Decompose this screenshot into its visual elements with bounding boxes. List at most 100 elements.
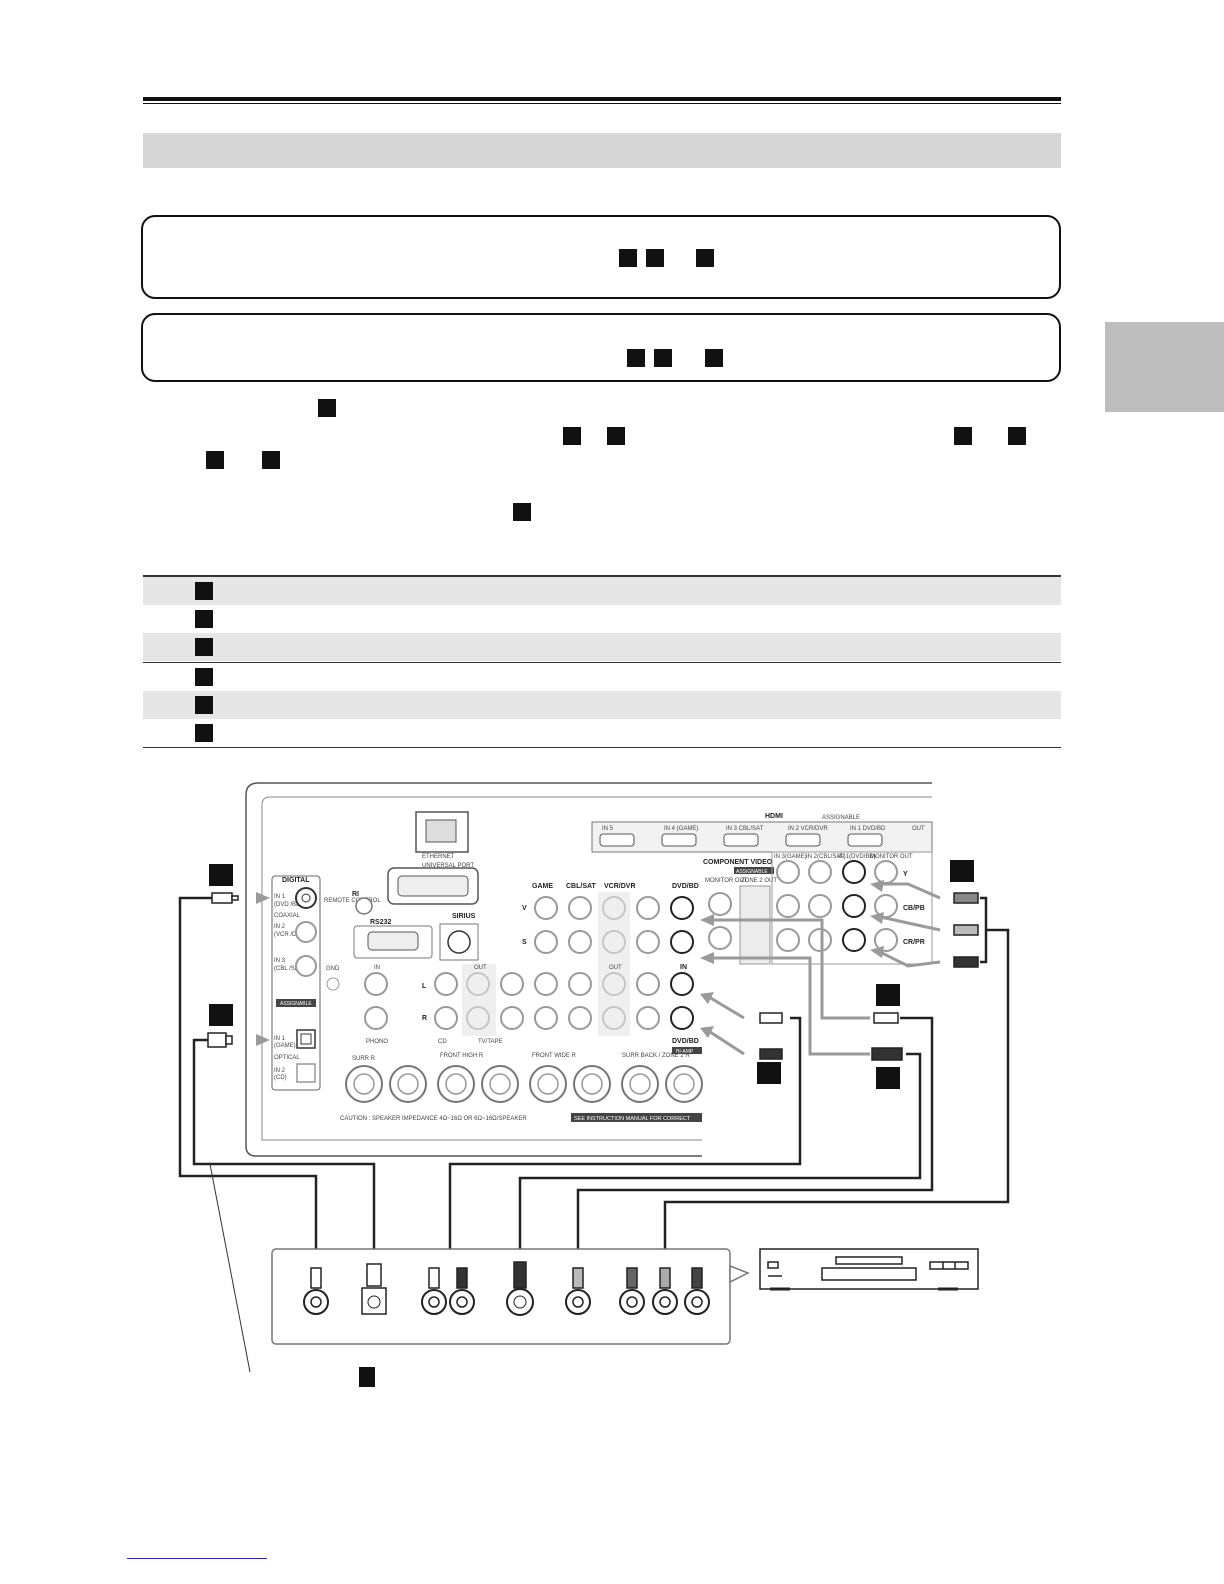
chapter-side-tab	[1105, 322, 1224, 412]
out-group-shade	[462, 964, 496, 1036]
speaker-terminal-inner	[489, 1073, 511, 1095]
section-heading-band	[143, 133, 1061, 168]
composite-jack	[670, 896, 694, 920]
coax-in2-label: IN 2	[274, 924, 286, 930]
step-marker	[262, 451, 280, 469]
remote-control-label: REMOTE CONTROL	[324, 898, 381, 904]
gnd-label: GND	[326, 966, 340, 972]
composite-jack	[534, 896, 558, 920]
audio-jack-l	[534, 972, 558, 996]
audio-jack-r	[670, 1006, 694, 1030]
tv-tape-label: TV/TAPE	[478, 1039, 503, 1045]
component-video-section: COMPONENT VIDEO ASSIGNABLE MONITOR OUT Z…	[703, 851, 933, 965]
component-jack	[842, 894, 866, 918]
audio-jack-l	[636, 972, 660, 996]
leader-line	[209, 1163, 251, 1373]
step-marker	[318, 399, 336, 417]
table-row	[143, 719, 1061, 747]
rs232-label: RS232	[370, 919, 392, 926]
composite-jack	[568, 896, 592, 920]
coax-in1-label: IN 1	[274, 894, 286, 900]
monitor-jack	[708, 926, 732, 950]
row-s-label: S	[522, 939, 527, 946]
step-marker	[195, 582, 213, 600]
source-optical-jack-center	[367, 1295, 381, 1309]
cd-label: CD	[438, 1039, 447, 1045]
audio-jack-r	[568, 1006, 592, 1030]
ethernet-label: ETHERNET	[422, 854, 455, 860]
composite-jack	[636, 896, 660, 920]
caution-label: CAUTION : SPEAKER IMPEDANCE 4Ω~16Ω OR 6Ω…	[340, 1116, 527, 1122]
speaker-terminals: SURR R FRONT HIGH R FRONT WIDE R SURR BA…	[340, 1053, 703, 1122]
row-r-label: R	[422, 1015, 427, 1022]
hdmi-port	[785, 833, 821, 847]
s-video-jack	[534, 930, 558, 954]
source-output-jack-center	[659, 1296, 671, 1308]
phono-in-label: IN	[374, 965, 380, 971]
diagram-step-markers	[209, 860, 974, 1387]
tv-tape-out-label: OUT	[474, 965, 487, 971]
step-marker	[696, 249, 714, 267]
control-ports: RI REMOTE CONTROL RS232 SIRIUS GND	[324, 891, 479, 991]
table-row	[143, 605, 1061, 633]
hdmi-input-label: IN 2 VCR/DVR	[788, 826, 828, 832]
source-s-video-jack-center	[513, 1295, 527, 1309]
plugs	[207, 892, 979, 1061]
coax-in3-sub: (CBL /SAT)	[274, 966, 304, 972]
step-marker	[513, 503, 531, 521]
component-input-label: IN 2(CBL/SAT)	[806, 854, 846, 860]
opt-in2-sub: (CD)	[274, 1075, 287, 1081]
footer-link-underline[interactable]	[127, 1558, 267, 1559]
component-channel-label: Y	[903, 871, 908, 878]
speaker-terminal-inner	[353, 1073, 375, 1095]
audio-jack-r	[636, 1006, 660, 1030]
front-high-r-label: FRONT HIGH R	[440, 1053, 484, 1059]
s-video-jack	[670, 930, 694, 954]
av-group-label: GAME	[532, 883, 553, 890]
ri-label: RI	[352, 891, 359, 898]
hdmi-input-label: IN 5	[602, 826, 614, 832]
caution-badge: SEE INSTRUCTION MANUAL FOR CORRECT	[574, 1116, 691, 1122]
source-output-jack-center	[456, 1296, 468, 1308]
audio-jack-r	[364, 1006, 388, 1030]
hdmi-out-label: OUT	[912, 826, 925, 832]
speaker-terminal-inner	[537, 1073, 559, 1095]
step-marker	[195, 638, 213, 656]
vcr-out-label: OUT	[609, 965, 622, 971]
step-marker	[705, 349, 723, 367]
step-marker	[1008, 427, 1026, 445]
bi-amp-badge: BI-AMP	[676, 1049, 694, 1055]
sirius-label: SIRIUS	[452, 913, 476, 920]
table-bottom-rule	[143, 747, 1061, 748]
s-video-jack	[636, 930, 660, 954]
step-marker	[646, 249, 664, 267]
optical-label: OPTICAL	[274, 1055, 300, 1061]
component-jack	[808, 894, 832, 918]
hdmi-label: HDMI	[765, 813, 783, 820]
step-marker	[607, 427, 625, 445]
step-marker	[195, 724, 213, 742]
step-marker	[954, 427, 972, 445]
component-video-label: COMPONENT VIDEO	[703, 859, 773, 866]
source-device-panel	[271, 1248, 750, 1345]
arrows	[256, 880, 884, 1046]
note-box-1	[141, 215, 1061, 299]
hdmi-port	[599, 833, 635, 847]
av-group-label: CBL/SAT	[566, 883, 597, 890]
table-row	[143, 577, 1061, 605]
universal-port-label: UNIVERSAL PORT	[422, 863, 474, 869]
component-channel-label: CR/PR	[903, 939, 925, 946]
component-channel-label: CB/PB	[903, 905, 925, 912]
component-input-label: MONITOR OUT	[870, 854, 913, 860]
source-output-jack-center	[572, 1296, 584, 1308]
phono-label: PHONO	[366, 1039, 388, 1045]
coax-in3-label: IN 3	[274, 958, 286, 964]
coaxial-label: COAXIAL	[274, 913, 301, 919]
speaker-terminal-inner	[581, 1073, 603, 1095]
dvd-bd-bottom-label: DVD/BD	[672, 1038, 699, 1045]
component-assignable-badge: ASSIGNABLE	[736, 869, 768, 875]
coax-in2-sub: (VCR /DVR)	[274, 932, 307, 938]
hdmi-port	[661, 833, 697, 847]
